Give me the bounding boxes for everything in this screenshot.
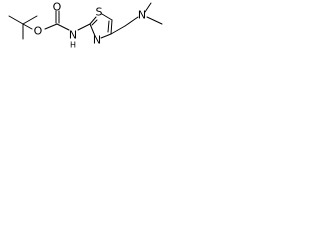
bond-c4-c5 (110, 19, 113, 35)
bond-amine-methyl-2 (146, 16, 163, 25)
structure-diagram: O O N H S N N (0, 0, 168, 69)
molecule-structure: O O N H S N N (8, 1, 163, 50)
bond-s1-c2 (89, 23, 96, 37)
bond-methyl-3 (22, 15, 38, 25)
bond-amide-n-thiazole (77, 23, 91, 31)
bond-c5-s1 (100, 33, 112, 39)
amide-hydrogen-label: H (70, 41, 76, 50)
bond-ch2-amine-n (124, 16, 139, 27)
amide-nitrogen-label: N (69, 29, 77, 42)
bond-ester-o-carbonyl (44, 23, 58, 30)
bond-amine-methyl-1 (144, 2, 152, 13)
carbonyl-oxygen-label: O (53, 1, 62, 14)
thiazole-sulfur-label: S (96, 6, 103, 19)
bond-n3-c4 (101, 13, 113, 21)
bond-c2-n3-inner (91, 19, 98, 26)
bond-quaternary-ester-o (22, 23, 33, 30)
bond-c4-c5-inner (107, 20, 110, 33)
bond-methyl-1 (8, 15, 24, 25)
atom-labels: O O N H S N N (34, 1, 146, 50)
bond-carbonyl-amide-n (56, 23, 70, 31)
bonds (8, 2, 163, 40)
ester-oxygen-label: O (34, 25, 43, 38)
bond-c5-ch2 (110, 25, 126, 35)
bond-c2-n3 (89, 16, 97, 25)
thiazole-nitrogen-label: N (93, 34, 101, 47)
amine-nitrogen-label: N (138, 9, 146, 22)
